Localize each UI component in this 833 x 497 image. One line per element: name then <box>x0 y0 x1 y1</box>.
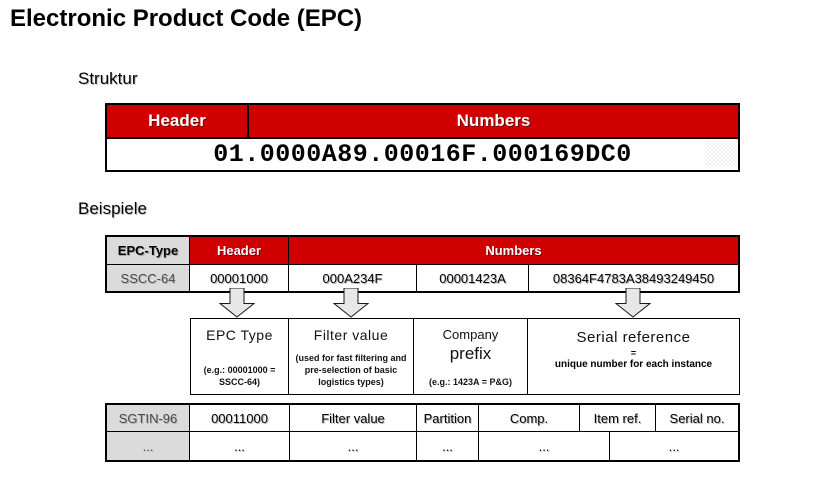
sgtin-filter-cell: Filter value <box>290 405 417 431</box>
ellipsis-cell: ... <box>417 432 479 460</box>
struktur-table: Header Numbers 01.0000A89.00016F.000169D… <box>105 103 740 172</box>
epc-type-title: EPC Type <box>206 327 273 343</box>
serial-reference-note: unique number for each instance <box>554 359 713 370</box>
sgtin-table: SGTIN-96 00011000 Filter value Partition… <box>105 403 740 462</box>
beispiele-heading: Beispiele <box>78 199 147 218</box>
struktur-table-header-row: Header Numbers <box>107 105 738 137</box>
ellipsis-cell: ... <box>190 432 290 460</box>
struktur-heading: Struktur <box>78 69 138 88</box>
sscc-company-cell: 00001423A <box>417 265 529 291</box>
selection-artifact <box>705 141 737 166</box>
down-arrow-icon <box>333 288 369 318</box>
sgtin-row: SGTIN-96 00011000 Filter value Partition… <box>107 405 738 432</box>
sgtin-type-cell: SGTIN-96 <box>107 405 190 431</box>
company-prefix-title-line2: prefix <box>449 344 492 363</box>
sscc-type-cell: SSCC-64 <box>107 265 190 291</box>
sscc-serial-cell: 08364F4783A38493249450 <box>552 270 715 286</box>
serial-reference-equals: = <box>630 348 637 358</box>
explanation-epc-type: EPC Type (e.g.: 00001000 = SSCC-64) <box>191 319 289 394</box>
explanation-serial-reference: Serial reference = unique number for eac… <box>528 319 739 394</box>
explanation-strip: EPC Type (e.g.: 00001000 = SSCC-64) Filt… <box>190 318 740 395</box>
sgtin-item-ref-cell: Item ref. <box>580 405 656 431</box>
col-epc-type: EPC-Type <box>107 237 190 264</box>
down-arrow-icon <box>615 288 651 318</box>
explanation-filter-value: Filter value (used for fast filtering an… <box>289 319 414 394</box>
sgtin-comp-cell: Comp. <box>479 405 580 431</box>
sgtin-partition-cell: Partition <box>417 405 479 431</box>
down-arrow-icon <box>219 288 255 318</box>
beispiele-table: EPC-Type Header Numbers SSCC-64 00001000… <box>105 235 740 293</box>
struktur-col-numbers: Numbers <box>456 111 531 130</box>
col-numbers: Numbers <box>289 237 738 264</box>
sgtin-header-cell: 00011000 <box>190 405 290 431</box>
col-header: Header <box>190 237 289 264</box>
ellipsis-type-cell: ... <box>107 432 190 460</box>
sscc-row: SSCC-64 00001000 000A234F 00001423A 0836… <box>107 265 738 291</box>
filter-value-note: (used for fast filtering and pre-selecti… <box>295 352 407 387</box>
filter-value-title: Filter value <box>313 327 389 343</box>
epc-type-note: (e.g.: 00001000 = SSCC-64) <box>203 364 276 387</box>
company-prefix-title-line1: Company <box>442 327 499 342</box>
ellipsis-cell: ... <box>668 438 680 454</box>
explanation-company-prefix: Company prefix (e.g.: 1423A = P&G) <box>414 319 528 394</box>
serial-reference-title: Serial reference <box>576 329 691 346</box>
struktur-value-row: 01.0000A89.00016F.000169DC0 <box>107 137 738 170</box>
struktur-col-header: Header <box>107 105 249 137</box>
sgtin-serial-no-cell: Serial no. <box>669 410 725 426</box>
ellipsis-row: ... ... ... ... ... ... <box>107 432 738 460</box>
epc-code-value: 01.0000A89.00016F.000169DC0 <box>213 140 632 169</box>
beispiele-header-row: EPC-Type Header Numbers <box>107 237 738 265</box>
sscc-filter-cell: 000A234F <box>289 265 417 291</box>
company-prefix-note: (e.g.: 1423A = P&G) <box>429 376 512 387</box>
ellipsis-cell: ... <box>479 432 610 460</box>
page-title: Electronic Product Code (EPC) <box>10 5 363 32</box>
sscc-header-cell: 00001000 <box>190 265 289 291</box>
ellipsis-cell: ... <box>290 432 417 460</box>
